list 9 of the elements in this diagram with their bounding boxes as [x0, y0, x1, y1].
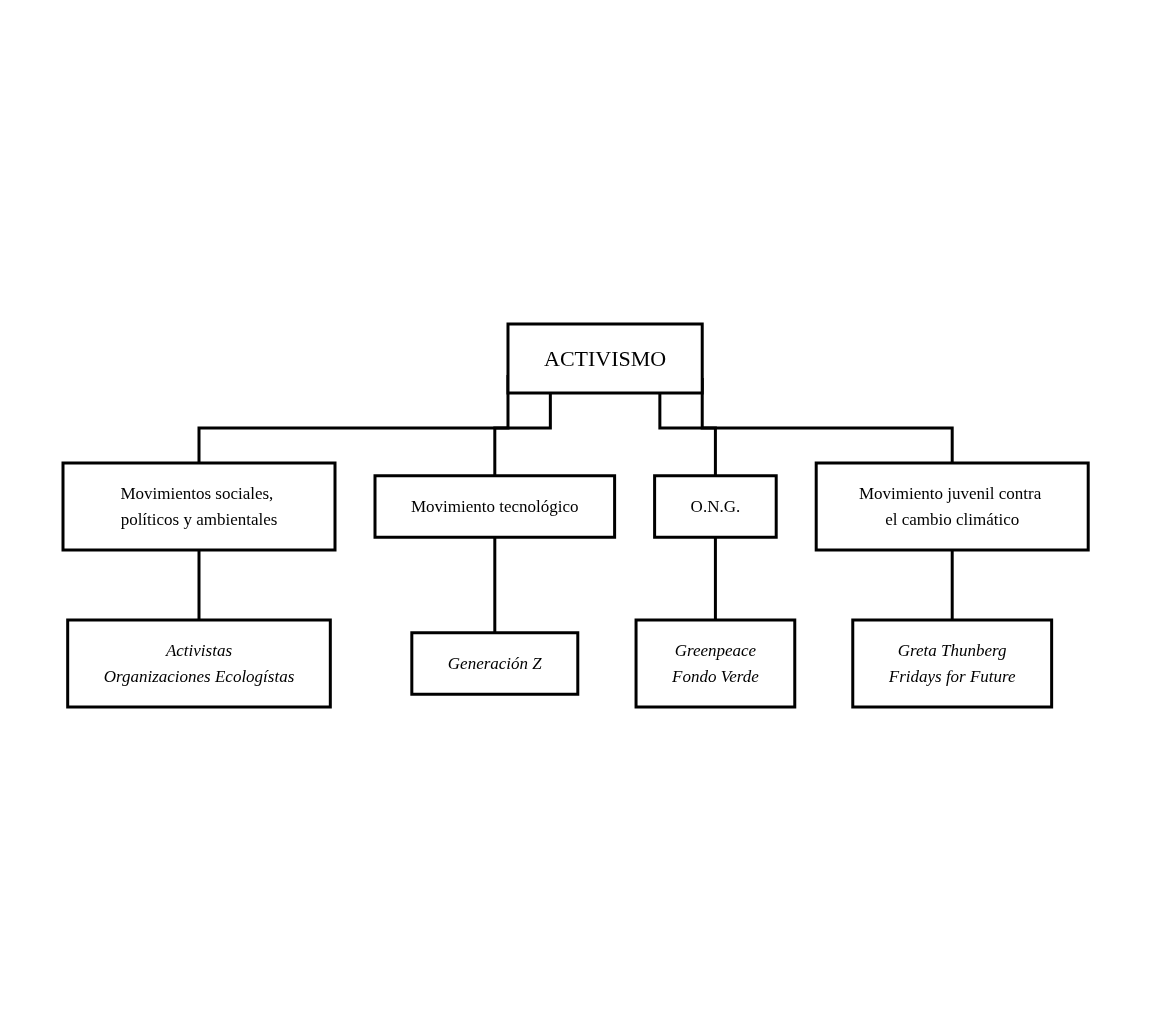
node-box: Movimiento tecnológico: [373, 473, 617, 539]
node-box: Movimientos sociales, políticos y ambientales: [61, 461, 337, 551]
node-box: Greenpeace Fondo Verde: [634, 618, 797, 708]
node-box: O.N.G.: [653, 473, 779, 539]
node-box: Activistas Organizaciones Ecologístas: [66, 618, 333, 708]
node-box: Generación Z: [410, 630, 580, 696]
node-box: Greta Thunberg Fridays for Future: [851, 618, 1054, 708]
node-box: ACTIVISMO: [506, 322, 705, 394]
node-box: Movimiento juvenil contra el cambio climático: [815, 461, 1091, 551]
